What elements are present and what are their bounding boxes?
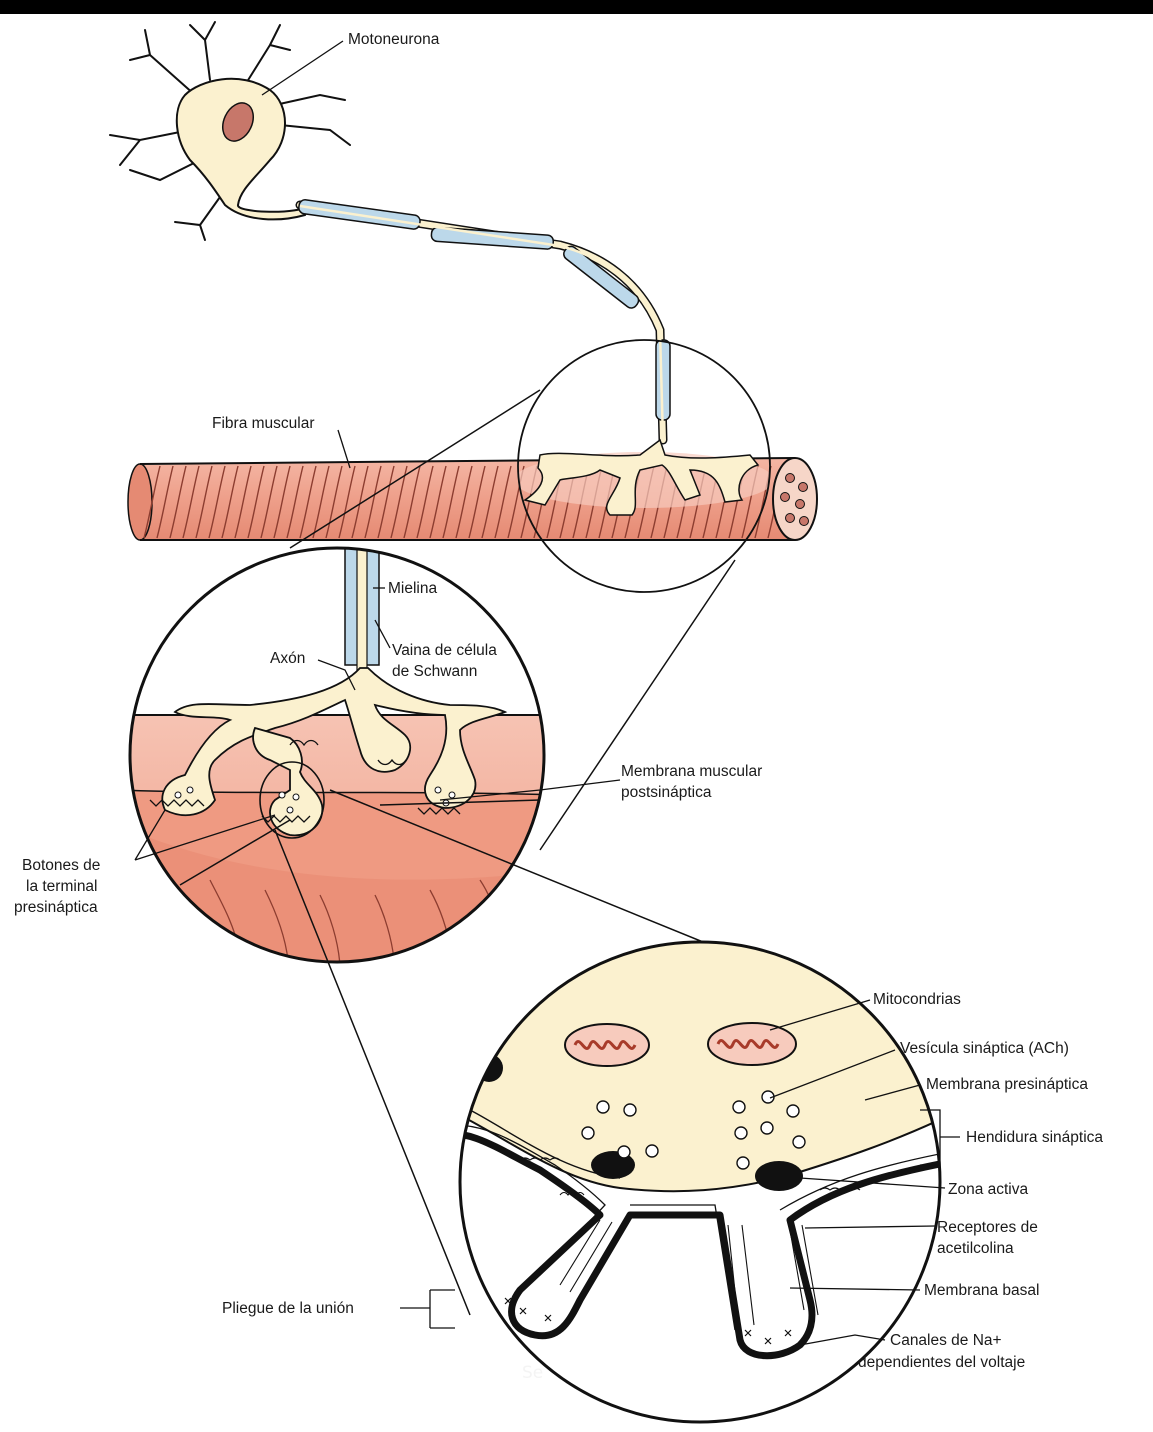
- label-membrana-muscular-line2: postsináptica: [621, 784, 712, 801]
- label-membrana-presinaptica: Membrana presináptica: [926, 1076, 1088, 1093]
- label-vaina-line2: de Schwann: [392, 663, 477, 680]
- label-botones-line3: presináptica: [14, 899, 98, 916]
- label-receptores-line1: Receptores de: [937, 1219, 1038, 1236]
- label-fibra-muscular: Fibra muscular: [212, 415, 315, 432]
- label-botones-line2: la terminal: [26, 878, 98, 895]
- label-mielina: Mielina: [388, 580, 437, 597]
- neuron-cell-body: [177, 79, 310, 220]
- muscle-fiber: [128, 340, 817, 592]
- label-canales-line1: Canales de Na+: [890, 1332, 1002, 1349]
- label-motoneurona: Motoneurona: [348, 31, 440, 48]
- fiber-cross-section: [773, 458, 817, 540]
- active-zone: [755, 1161, 803, 1191]
- label-receptores-line2: acetilcolina: [937, 1240, 1014, 1257]
- label-pliegue: Pliegue de la unión: [222, 1300, 354, 1317]
- label-vaina-line1: Vaina de célula: [392, 642, 497, 659]
- label-canales-line2: dependientes del voltaje: [858, 1354, 1025, 1371]
- label-mitocondrias: Mitocondrias: [873, 991, 961, 1008]
- label-zona-activa: Zona activa: [948, 1181, 1029, 1198]
- label-axon: Axón: [270, 650, 305, 667]
- label-botones-line1: Botones de: [22, 857, 100, 874]
- myelin-segments: [298, 199, 670, 420]
- label-membrana-basal: Membrana basal: [924, 1282, 1039, 1299]
- label-membrana-muscular-line1: Membrana muscular: [621, 763, 762, 780]
- label-hendidura: Hendidura sináptica: [966, 1129, 1103, 1146]
- overlay-text: Se: [522, 1363, 543, 1383]
- label-vesicula: Vesícula sináptica (ACh): [900, 1040, 1069, 1057]
- motoneuron: [110, 22, 670, 440]
- middle-magnified-view: [120, 545, 560, 965]
- bottom-magnified-view: [440, 940, 960, 1422]
